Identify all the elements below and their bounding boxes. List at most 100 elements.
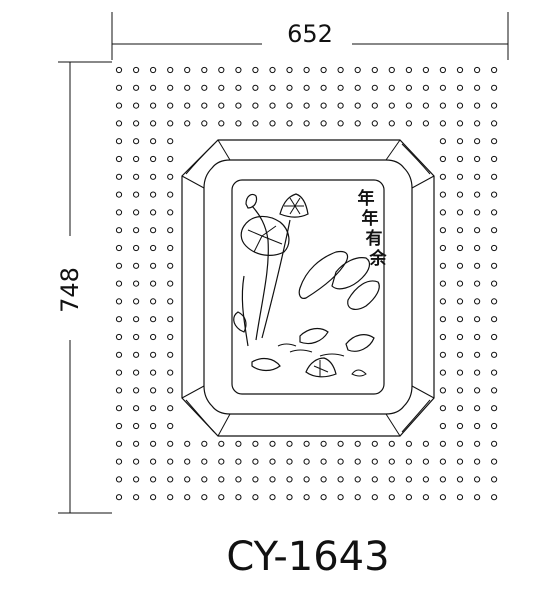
perforation-hole [439, 227, 446, 234]
perforation-hole [269, 66, 276, 74]
carved-frame [181, 139, 435, 437]
perforation-hole [150, 66, 157, 74]
perforation-hole [252, 66, 259, 74]
perforation-hole [201, 102, 208, 109]
perforation-hole [133, 405, 140, 412]
perforation-hole [218, 66, 225, 74]
inscription-char: 年 [362, 208, 379, 229]
perforation-hole [150, 387, 157, 394]
perforation-hole [456, 102, 464, 109]
perforation-hole [388, 440, 395, 447]
perforation-hole [337, 458, 344, 465]
perforation-hole [201, 458, 208, 465]
perforation-hole [133, 316, 140, 323]
lotus-stem [241, 275, 249, 347]
perforation-hole [150, 227, 157, 234]
perforation-hole [422, 458, 429, 465]
perforation-hole [491, 173, 498, 180]
perforation-hole [337, 84, 344, 91]
perforation-hole [133, 298, 140, 305]
perforation-hole [269, 458, 276, 465]
perforation-hole [150, 102, 157, 109]
perforation-hole [456, 405, 464, 412]
perforation-hole [115, 458, 123, 465]
perforation-hole [150, 280, 157, 287]
perforation-hole [474, 84, 481, 91]
perforation-hole [184, 494, 191, 501]
perforation-hole [456, 227, 464, 234]
perforation-hole [115, 155, 123, 163]
perforation-hole [388, 84, 395, 91]
perforation-hole [133, 173, 140, 180]
perforation-hole [337, 494, 344, 501]
perforation-hole [150, 120, 157, 127]
perforation-hole [354, 494, 361, 501]
perforation-hole [456, 173, 464, 180]
perforation-hole [474, 405, 481, 412]
perforation-hole [286, 66, 293, 74]
perforation-hole [167, 209, 174, 216]
perforation-hole [456, 422, 464, 430]
perforation-hole [439, 316, 446, 323]
perforation-hole [474, 298, 481, 305]
perforation-hole [201, 66, 208, 74]
perforation-hole [439, 280, 446, 287]
perforation-hole [320, 440, 327, 447]
perforation-hole [456, 387, 464, 394]
lotus-bud [245, 193, 258, 209]
perforation-hole [439, 191, 446, 198]
perforation-hole [439, 333, 446, 341]
height-dimension: 748 [56, 61, 112, 514]
perforation-hole [167, 102, 174, 109]
perforation-hole [439, 298, 446, 305]
perforation-hole [474, 316, 481, 323]
perforation-hole [320, 458, 327, 465]
small-leaf [233, 311, 247, 333]
perforation-hole [456, 120, 464, 127]
perforation-hole [115, 316, 123, 323]
product-code: CY-1643 [226, 534, 389, 580]
perforation-hole [269, 494, 276, 501]
perforation-hole [150, 84, 157, 91]
perforation-hole [439, 494, 446, 501]
perforation-hole [115, 191, 123, 198]
perforation-hole [133, 494, 140, 501]
perforation-hole [252, 120, 259, 127]
perforation-hole [115, 387, 123, 394]
perforation-hole [150, 262, 157, 269]
perforation-hole [133, 227, 140, 234]
perforation-hole [115, 369, 123, 376]
perforation-hole [133, 209, 140, 216]
perforation-hole [184, 84, 191, 91]
perforation-hole [133, 476, 140, 483]
lotus-leaf-veins [247, 225, 283, 253]
perforation-hole [150, 298, 157, 305]
perforation-hole [150, 244, 157, 252]
perforation-hole [115, 66, 123, 74]
perforation-hole [167, 155, 174, 163]
perforation-hole [115, 405, 123, 412]
perforation-hole [150, 422, 157, 430]
perforation-hole [474, 262, 481, 269]
perforation-hole [405, 494, 412, 501]
perforation-hole [133, 66, 140, 74]
perforation-hole [354, 84, 361, 91]
perforation-hole [474, 138, 481, 145]
perforation-hole [439, 440, 446, 447]
koi-fish [298, 250, 349, 299]
perforation-hole [474, 422, 481, 430]
perforation-hole [167, 138, 174, 145]
perforation-hole [286, 440, 293, 447]
perforation-hole [320, 476, 327, 483]
perforation-hole [491, 155, 498, 163]
perforation-hole [269, 476, 276, 483]
perforation-hole [491, 316, 498, 323]
lower-lotus-flower [305, 357, 337, 378]
perforation-hole [491, 280, 498, 287]
perforation-hole [456, 458, 464, 465]
perforation-hole [491, 209, 498, 216]
perforation-hole [456, 138, 464, 145]
perforation-hole [371, 476, 378, 483]
perforation-hole [491, 422, 498, 430]
perforation-hole [201, 84, 208, 91]
